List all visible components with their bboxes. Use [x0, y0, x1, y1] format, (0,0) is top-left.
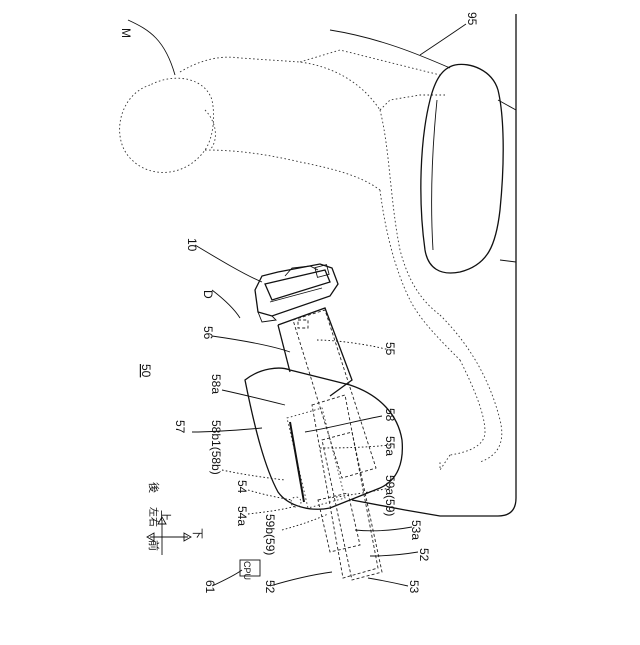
panel-57 — [245, 368, 402, 509]
leader-lines — [128, 20, 466, 586]
label-58a: 58a — [209, 374, 223, 394]
label-52-right: 52 — [417, 548, 431, 562]
label-52-left: 52 — [263, 580, 277, 594]
label-D: D — [201, 290, 215, 299]
guide-55 — [293, 310, 376, 478]
label-55: 55 — [383, 342, 397, 356]
label-54a: 54a — [235, 506, 249, 526]
rail-52-53 — [312, 395, 382, 580]
compass-front: 前 — [147, 540, 161, 551]
floor-line — [498, 100, 516, 262]
label-59a: 59a(59) — [383, 475, 397, 516]
label-50: 50 — [139, 364, 153, 378]
label-54: 54 — [235, 480, 249, 494]
label-58: 58 — [383, 408, 397, 422]
label-55a: 55a — [383, 436, 397, 456]
sensor-58b1 — [290, 422, 304, 502]
label-M: M — [119, 28, 133, 38]
seat-back-edge — [432, 100, 437, 250]
buckle-10 — [255, 264, 338, 322]
compass-left-right: 左右 — [147, 507, 160, 527]
label-53a: 53a — [409, 520, 423, 540]
label-10: 10 — [185, 238, 199, 252]
label-61: 61 — [203, 580, 217, 594]
label-95: 95 — [465, 12, 479, 26]
label-cpu: CPU — [242, 561, 252, 580]
compass-back: 後 — [147, 482, 161, 493]
label-58b1: 58b1(58b) — [209, 420, 223, 475]
label-56: 56 — [201, 326, 215, 340]
label-57: 57 — [173, 420, 187, 434]
label-53: 53 — [407, 580, 421, 594]
compass-up: 上 — [159, 510, 172, 521]
label-59b: 59b(59) — [263, 514, 277, 555]
occupant-outline — [120, 50, 502, 470]
compass-down: 下 — [191, 528, 203, 539]
seat-back-95 — [421, 64, 503, 273]
vehicle-body-outline — [352, 14, 516, 516]
